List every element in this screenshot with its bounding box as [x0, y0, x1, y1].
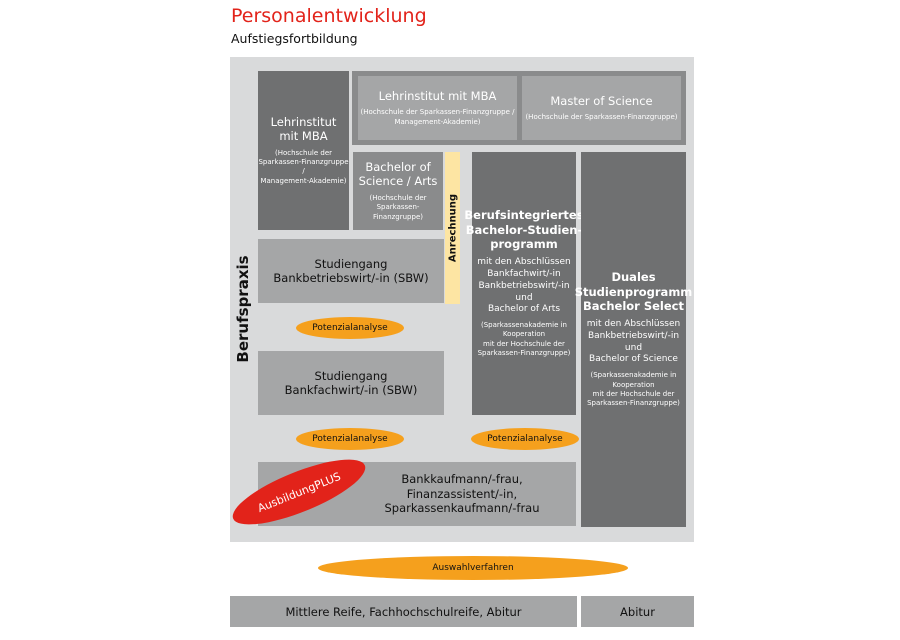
lehrinstitut-mba-sub: (Hochschule der Sparkassen-Finanzgruppe … — [258, 148, 349, 185]
duales-studienprogramm-box: Duales Studienprogramm Bachelor Select m… — [575, 152, 692, 527]
studiengang-bankfachwirt-title: Studiengang Bankfachwirt/-in (SBW) — [284, 368, 418, 397]
bankkaufmann-title: Bankkaufmann/-frau, Finanzassistent/-in,… — [384, 472, 540, 516]
footer-schulabschluss-box: Mittlere Reife, Fachhochschulreife, Abit… — [230, 596, 577, 627]
berufsintegriertes-sub: (Sparkassenakademie in Kooperation mit d… — [477, 320, 571, 358]
master-of-science-sub: (Hochschule der Sparkassen-Finanzgruppe) — [525, 112, 678, 121]
studiengang-bankbetriebswirt-title: Studiengang Bankbetriebswirt/-in (SBW) — [273, 256, 429, 285]
berufsintegriertes-title: Berufsintegriertes Bachelor-Studien- pro… — [464, 208, 584, 252]
lehrinstitut-mba-box: Lehrinstitut mit MBA (Hochschule der Spa… — [258, 71, 349, 230]
potenzialanalyse-oval-3: Potenzialanalyse — [471, 428, 579, 450]
page-title: Personalentwicklung — [231, 5, 427, 27]
berufsintegriertes-programm-box: Berufsintegriertes Bachelor-Studien- pro… — [464, 152, 584, 415]
lehrinstitut-mba-title: Lehrinstitut mit MBA — [270, 114, 337, 144]
bachelor-science-arts-box: Bachelor of Science / Arts (Hochschule d… — [353, 152, 443, 230]
berufspraxis-text: Berufspraxis — [234, 255, 252, 363]
bachelor-science-arts-title: Bachelor of Science / Arts — [358, 159, 438, 189]
potenzialanalyse-oval-2: Potenzialanalyse — [296, 428, 404, 450]
potenzialanalyse-oval-1: Potenzialanalyse — [296, 317, 404, 339]
bachelor-science-arts-sub: (Hochschule der Sparkassen-Finanzgruppe) — [369, 193, 427, 221]
auswahlverfahren-label: Auswahlverfahren — [432, 563, 514, 573]
lehrinstitut-mba-top-box: Lehrinstitut mit MBA (Hochschule der Spa… — [358, 76, 517, 140]
footer-abitur-box: Abitur — [581, 596, 694, 627]
berufsintegriertes-body: mit den Abschlüssen Bankfachwirt/-in Ban… — [477, 257, 571, 315]
master-of-science-title: Master of Science — [550, 93, 653, 108]
lehrinstitut-mba-top-sub: (Hochschule der Sparkassen-Finanzgruppe … — [360, 108, 515, 126]
duales-title: Duales Studienprogramm Bachelor Select — [574, 270, 693, 313]
potenzialanalyse-label-3: Potenzialanalyse — [487, 434, 563, 444]
footer-schulabschluss-label: Mittlere Reife, Fachhochschulreife, Abit… — [285, 604, 522, 619]
potenzialanalyse-label-2: Potenzialanalyse — [312, 434, 388, 444]
page-subtitle: Aufstiegsfortbildung — [231, 31, 358, 46]
lehrinstitut-mba-top-title: Lehrinstitut mit MBA — [378, 88, 497, 103]
studiengang-bankbetriebswirt-box: Studiengang Bankbetriebswirt/-in (SBW) — [258, 239, 444, 303]
duales-sub: (Sparkassenakademie in Kooperation mit d… — [587, 371, 680, 408]
potenzialanalyse-label-1: Potenzialanalyse — [312, 323, 388, 333]
master-of-science-box: Master of Science (Hochschule der Sparka… — [522, 76, 681, 140]
footer-abitur-label: Abitur — [620, 604, 655, 619]
studiengang-bankfachwirt-box: Studiengang Bankfachwirt/-in (SBW) — [258, 351, 444, 415]
anrechnung-label: Anrechnung — [447, 193, 458, 263]
berufspraxis-label: Berufspraxis — [229, 255, 257, 362]
anrechnung-bar: Anrechnung — [445, 152, 460, 304]
duales-body: mit den Abschlüssen Bankbetriebswirt/-in… — [586, 319, 681, 365]
auswahlverfahren-oval: Auswahlverfahren — [318, 556, 628, 580]
